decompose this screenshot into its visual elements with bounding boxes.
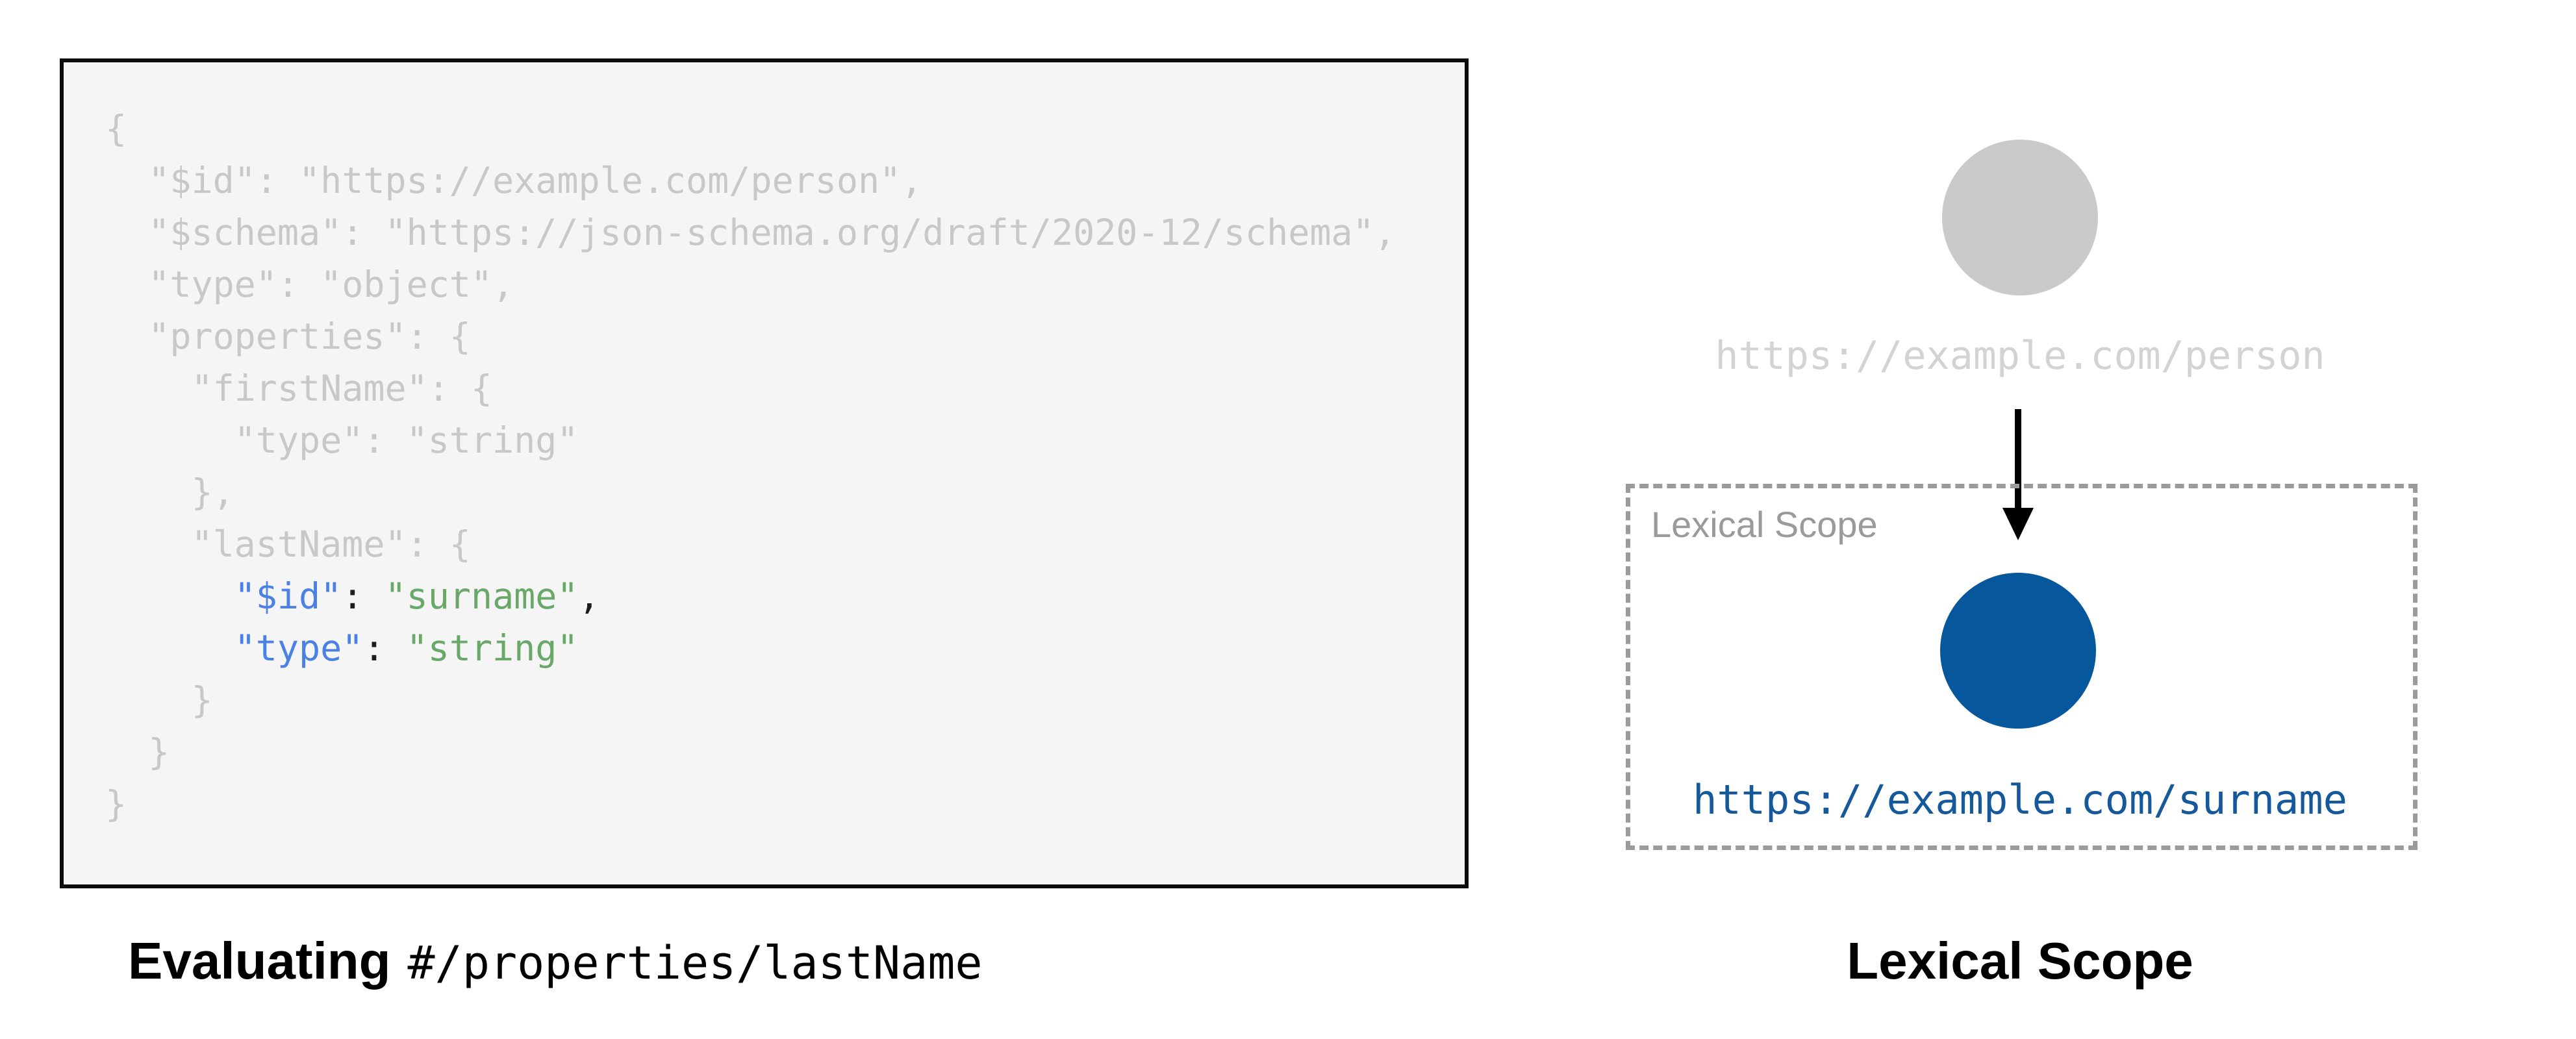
left-caption-bold: Evaluating [128,932,391,990]
code-token: "type": "object", [105,264,514,305]
code-line: "type": "string" [105,622,1445,674]
code-token: "$id": "https://example.com/person", [105,160,923,201]
code-line: } [105,726,1445,778]
code-token: "type" [234,627,364,669]
left-caption: Evaluating #/properties/lastName [128,929,983,995]
code-token: "firstName": { [105,368,493,409]
code-line: "type": "string" [105,414,1445,466]
code-line: "type": "object", [105,258,1445,310]
code-token: , [578,575,600,617]
code-line: "$id": "surname", [105,570,1445,622]
left-caption-path: #/properties/lastName [407,936,983,990]
code-token: "surname" [385,575,579,617]
json-schema-code-box: { "$id": "https://example.com/person", "… [60,58,1469,888]
code-token: "$schema": "https://json-schema.org/draf… [105,212,1396,253]
parent-schema-circle [1942,140,2098,295]
code-line: }, [105,466,1445,518]
code-line: "$id": "https://example.com/person", [105,155,1445,207]
code-token: : [363,627,407,669]
code-token: }, [105,471,234,513]
code-line: "lastName": { [105,518,1445,570]
code-line: { [105,103,1445,155]
code-lines: { "$id": "https://example.com/person", "… [64,62,1465,884]
code-token: "lastName": { [105,523,471,565]
parent-schema-url: https://example.com/person [1715,333,2325,379]
code-token: } [105,679,213,721]
code-line: "firstName": { [105,362,1445,414]
code-token: "properties": { [105,316,471,357]
code-line: "$schema": "https://json-schema.org/draf… [105,207,1445,258]
code-token: { [105,108,127,149]
code-line: "properties": { [105,310,1445,362]
code-line: } [105,778,1445,830]
child-schema-circle [1940,573,2096,729]
code-token: : [342,575,385,617]
code-token: } [105,783,127,825]
arrow-down-icon [2015,409,2021,510]
code-token: "$id" [234,575,342,617]
arrow-down-head-icon [2002,508,2034,540]
code-token: "string" [406,627,579,669]
code-token [105,627,234,669]
code-token [105,575,234,617]
lexical-scope-label: Lexical Scope [1651,504,1878,545]
right-caption: Lexical Scope [1847,932,2193,990]
code-token: } [105,731,170,773]
child-schema-url: https://example.com/surname [1693,776,2347,823]
code-token: "type": "string" [105,419,579,461]
code-line: } [105,674,1445,726]
lexical-scope-box: Lexical Scope [1626,484,2418,850]
